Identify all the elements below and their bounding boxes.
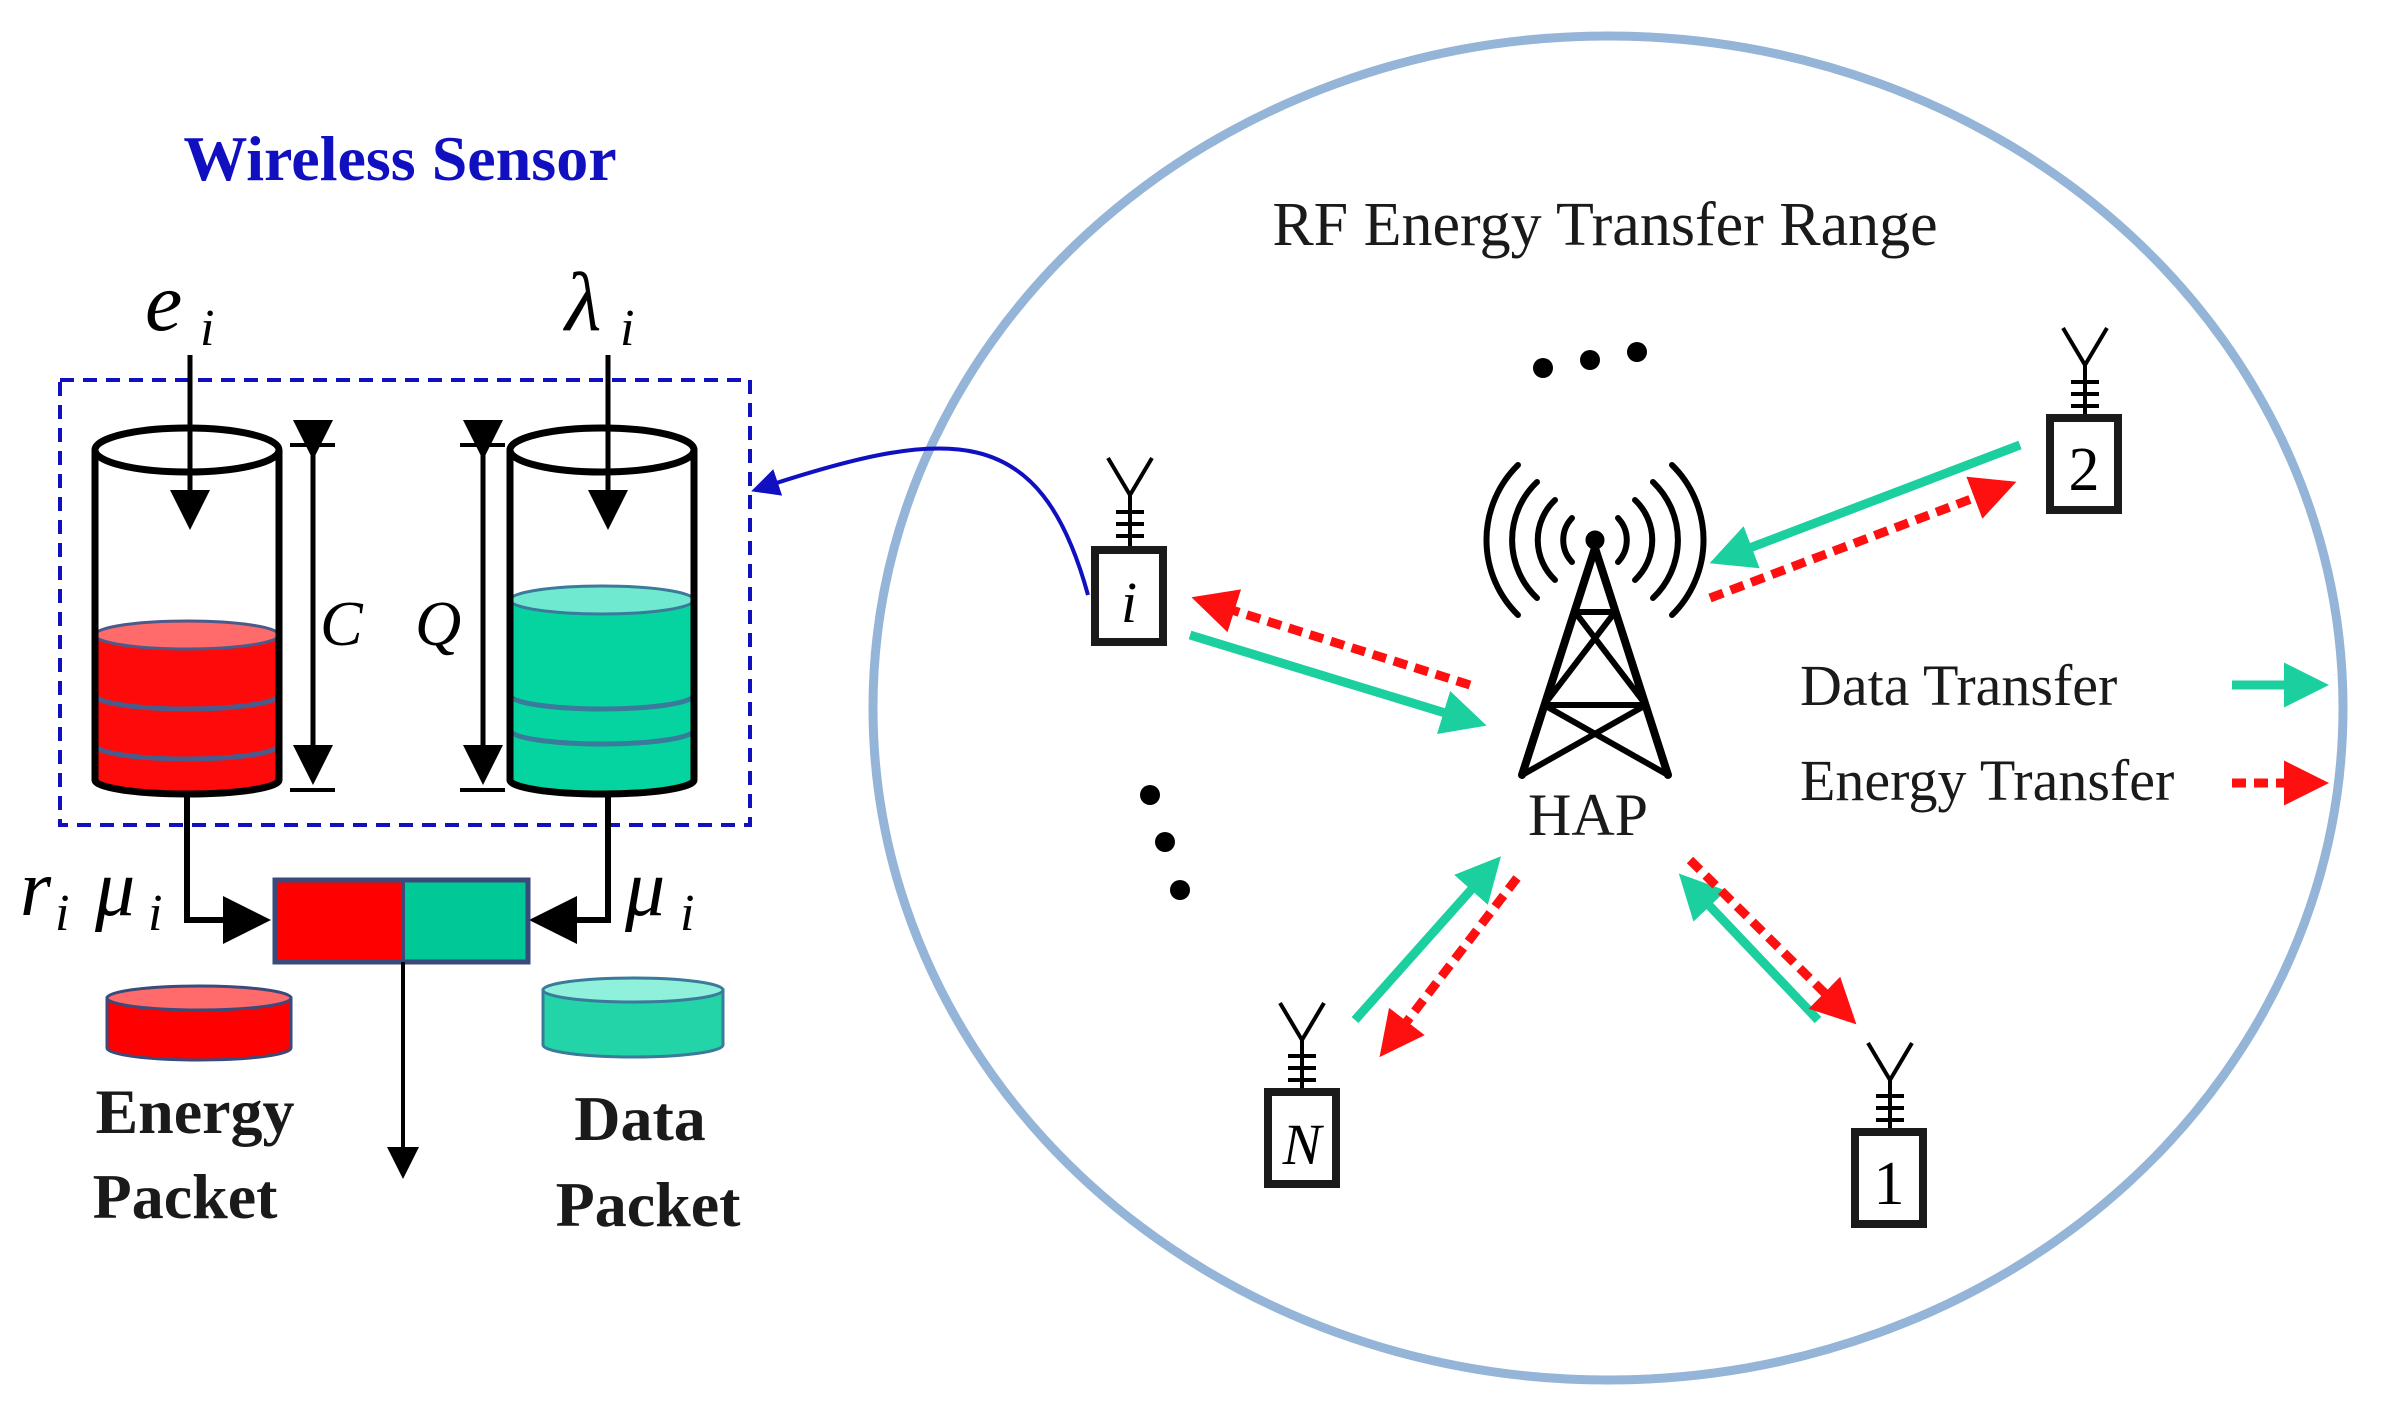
- queue-capacity-bracket: Q: [415, 420, 505, 792]
- svg-text:λ: λ: [562, 256, 601, 349]
- energy-packet-label-line1: Energy: [95, 1076, 294, 1147]
- energy-arrival-label: e i: [145, 256, 214, 357]
- energy-packet-label-line2: Packet: [93, 1161, 279, 1232]
- battery-cylinder: [91, 355, 283, 798]
- packet-combiner: [272, 877, 531, 1179]
- hap-label: HAP: [1528, 782, 1648, 848]
- legend: Data Transfer Energy Transfer: [1800, 653, 2329, 813]
- data-transfer-arrow-n: [1351, 856, 1501, 1023]
- svg-text:i: i: [55, 885, 69, 942]
- data-transfer-arrow-2: [1709, 440, 2022, 569]
- legend-data-transfer-label: Data Transfer: [1800, 653, 2117, 718]
- svg-text:i: i: [620, 300, 634, 357]
- svg-text:μ: μ: [624, 845, 665, 933]
- data-queue-cylinder: [506, 355, 698, 798]
- energy-transfer-arrow-i: [1191, 589, 1472, 690]
- data-packet-label-line1: Data: [574, 1083, 706, 1154]
- data-packet-icon: [541, 976, 725, 1059]
- energy-transfer-arrow-n: [1379, 875, 1521, 1058]
- sensor-boundary: [58, 378, 752, 827]
- rf-range-circle: [868, 31, 2348, 1385]
- hap-tower-icon: [1483, 462, 1707, 779]
- ellipsis-top: [1533, 342, 1647, 378]
- svg-text:r: r: [20, 845, 52, 933]
- node-i-device: i: [1091, 456, 1167, 646]
- data-arrival-label: λ i: [562, 256, 634, 357]
- sensor-zoom-connector: [751, 446, 1090, 596]
- data-output-flow: [529, 795, 611, 944]
- svg-text:μ: μ: [94, 845, 135, 933]
- svg-text:1: 1: [1874, 1150, 1905, 1218]
- svg-text:i: i: [200, 300, 214, 357]
- sensor-title: Wireless Sensor: [183, 123, 616, 194]
- svg-text:N: N: [1282, 1112, 1325, 1177]
- data-transfer-arrow-i: [1188, 630, 1487, 734]
- node-2-device: 2: [2046, 326, 2122, 514]
- rf-range-label: RF Energy Transfer Range: [1272, 191, 1937, 259]
- svg-text:e: e: [145, 256, 182, 349]
- data-transfer-arrow-1: [1678, 873, 1822, 1024]
- data-rate-label: μ i: [624, 845, 694, 942]
- svg-text:C: C: [320, 588, 364, 659]
- node-1-device: 1: [1851, 1041, 1927, 1228]
- node-n-device: N: [1264, 1001, 1340, 1188]
- data-packet-label-line2: Packet: [556, 1169, 742, 1240]
- ellipsis-left: [1140, 785, 1190, 900]
- svg-text:Q: Q: [415, 588, 461, 659]
- energy-output-flow: [184, 795, 271, 944]
- legend-energy-transfer-label: Energy Transfer: [1800, 748, 2174, 813]
- svg-text:i: i: [148, 885, 162, 942]
- svg-text:2: 2: [2069, 436, 2100, 504]
- battery-capacity-bracket: C: [290, 420, 364, 792]
- svg-text:i: i: [1121, 570, 1137, 635]
- energy-rate-label: r i μ i: [20, 845, 162, 942]
- svg-text:i: i: [680, 885, 694, 942]
- energy-packet-icon: [105, 984, 293, 1062]
- energy-transfer-arrow-2: [1708, 476, 2017, 603]
- energy-transfer-arrow-1: [1686, 856, 1857, 1025]
